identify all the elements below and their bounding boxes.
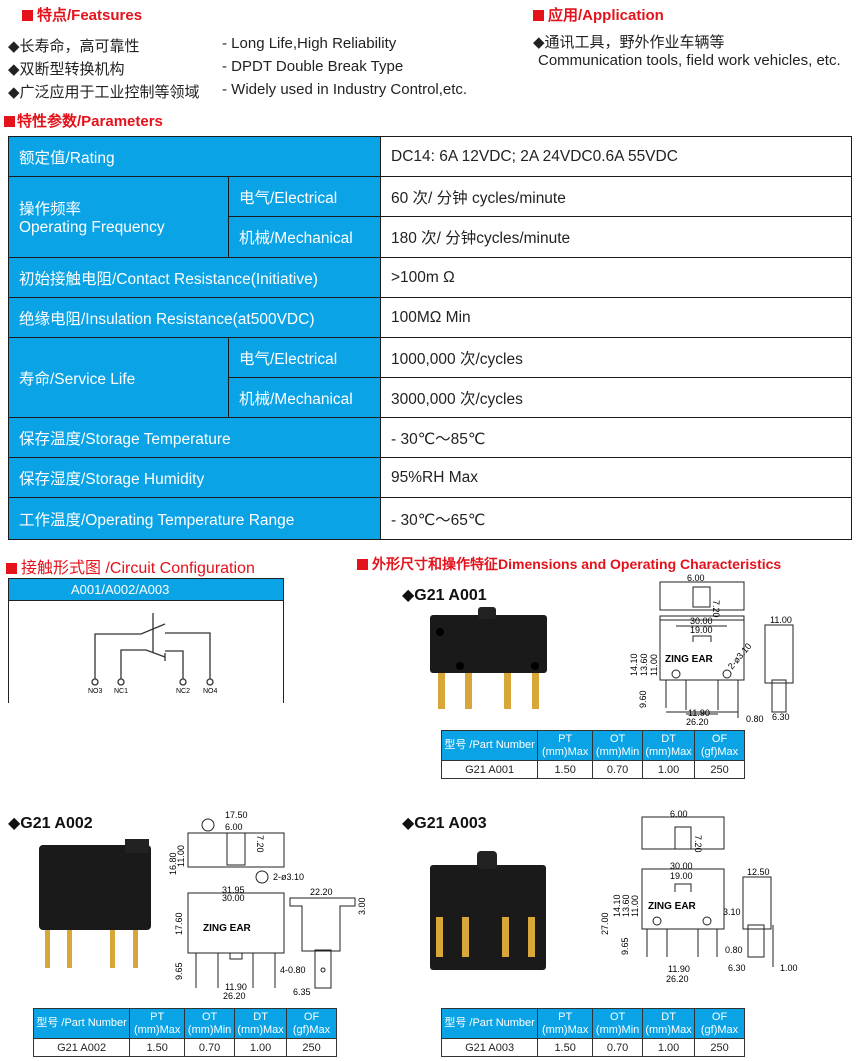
dim: 1.00	[780, 963, 798, 973]
dim: 11.90	[668, 964, 690, 974]
product-photo-a003	[430, 851, 546, 970]
feature-cn: ◆双断型转换机构	[8, 61, 125, 78]
dim: 17.50	[225, 810, 248, 820]
dim: 0.80	[746, 714, 764, 724]
dim: 7.20	[255, 835, 265, 853]
dim: 27.00	[600, 912, 610, 935]
dim: 3.00	[357, 897, 367, 915]
row-contact: 初始接触电阻/Contact Resistance(Initiative)>10…	[8, 257, 852, 298]
dim: 30.00	[690, 616, 713, 626]
dim: 2-ø3.10	[273, 872, 304, 882]
terminal-no3: NO3	[88, 688, 103, 695]
brand-label: ZING EAR	[648, 901, 697, 912]
feature-en: - Widely used in Industry Control,etc.	[222, 81, 468, 98]
terminal-no4: NO4	[203, 688, 218, 695]
product-photo-a001	[430, 607, 547, 709]
row-insulation: 绝缘电阻/Insulation Resistance(at500VDC)100M…	[8, 297, 852, 338]
dim: 19.00	[670, 871, 693, 881]
dim: 2-ø3.10	[726, 641, 754, 671]
dim: 14.10	[612, 894, 622, 917]
circuit-diagram: NO3 NC1 NC2 NO4	[88, 613, 218, 695]
feature-en: - DPDT Double Break Type	[222, 58, 404, 75]
feature-cn: ◆长寿命，高可靠性	[8, 38, 140, 55]
dim: 7.20	[711, 600, 721, 618]
application-cn: ◆通讯工具，野外作业车辆等	[533, 34, 725, 51]
parameters-heading: 特性参数/Parameters	[4, 110, 163, 131]
product-photo-a002	[39, 839, 151, 968]
dim: 30.00	[670, 861, 693, 871]
feature-en: - Long Life,High Reliability	[222, 35, 397, 52]
dim: 6.00	[687, 573, 705, 583]
dim: 30.00	[222, 893, 245, 903]
dim: 9.65	[174, 962, 184, 980]
dim: 13.60	[639, 653, 649, 676]
row-op-temp: 工作温度/Operating Temperature Range- 30℃～65…	[8, 497, 852, 540]
circuit-heading: 接触形式图 /Circuit Configuration	[6, 554, 255, 578]
features-heading: 特点/Featsures	[22, 4, 142, 25]
dim: 4-0.80	[280, 965, 306, 975]
drawing-a002: 17.50 6.00 7.20 16.80 11.00 2-ø3.10 31.9…	[168, 810, 367, 1001]
dim: 11.90	[225, 982, 247, 992]
circuit-box: A001/A002/A003 NO3 NC1 NC2 NO4	[8, 578, 284, 703]
application-en: Communication tools, field work vehicles…	[538, 52, 841, 69]
dim: 26.20	[686, 717, 709, 727]
dim: 31.95	[222, 885, 245, 895]
application-heading: 应用/Application	[533, 4, 664, 25]
dim: 6.30	[772, 712, 790, 722]
dimensions-heading: 外形尺寸和操作特征Dimensions and Operating Charac…	[357, 554, 781, 574]
feature-cn: ◆广泛应用于工业控制等领域	[8, 84, 200, 101]
dim: 6.30	[728, 963, 746, 973]
dim: 11.00	[649, 654, 659, 676]
drawing-a001: 6.00 7.20 30.00 19.00 14.10 13.60 11.00 …	[629, 573, 794, 727]
brand-label: ZING EAR	[665, 654, 714, 665]
model-title-a002: ◆G21 A002	[8, 815, 93, 832]
dim: 26.20	[223, 991, 246, 1001]
dim: 22.20	[310, 887, 333, 897]
dim: 11.00	[770, 615, 792, 625]
terminal-nc1: NC1	[114, 688, 128, 695]
dim: 7.20	[693, 835, 703, 853]
dim: 3.10	[723, 907, 741, 917]
dim: 17.60	[174, 912, 184, 935]
dim: 11.00	[176, 845, 186, 867]
dim: 6.00	[225, 822, 243, 832]
model-title-a003: ◆G21 A003	[402, 815, 487, 832]
model-title-a001: ◆G21 A001	[402, 587, 487, 604]
drawing-a003: 6.00 7.20 30.00 19.00 14.10 13.60 11.00 …	[600, 809, 798, 984]
dim: 0.80	[725, 945, 743, 955]
dim: 26.20	[666, 974, 689, 984]
dim: 12.50	[747, 867, 770, 877]
dim: 11.90	[688, 708, 710, 718]
dim: 9.65	[620, 937, 630, 955]
brand-label: ZING EAR	[203, 923, 252, 934]
dim: 16.80	[168, 852, 178, 875]
dim: 6.00	[670, 809, 688, 819]
dim: 11.00	[630, 895, 640, 917]
circuit-models: A001/A002/A003	[9, 579, 283, 601]
dim: 6.35	[293, 987, 311, 997]
dim: 9.60	[638, 690, 648, 708]
dim: 13.60	[621, 894, 631, 917]
dim: 14.10	[629, 653, 639, 676]
row-storage-temp: 保存温度/Storage Temperature- 30℃～85℃	[8, 417, 852, 458]
dim: 19.00	[690, 625, 713, 635]
terminal-nc2: NC2	[176, 688, 190, 695]
